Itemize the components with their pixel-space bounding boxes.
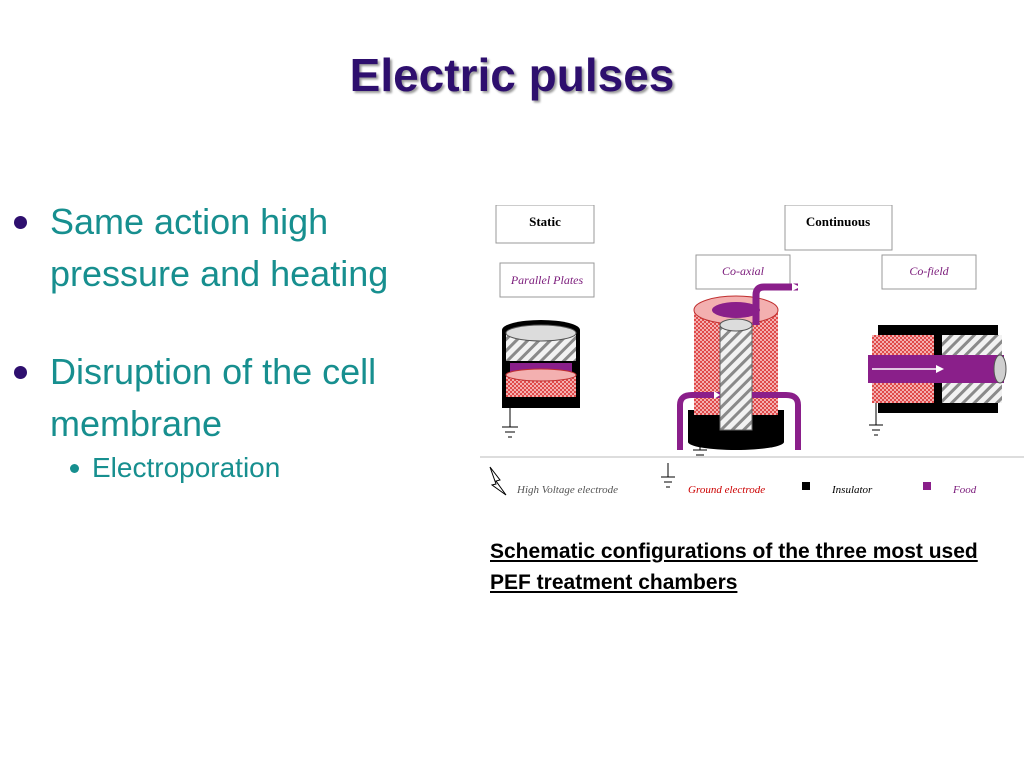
svg-text:High Voltage electrode: High Voltage electrode	[516, 484, 618, 496]
svg-text:Food: Food	[952, 484, 977, 496]
sub-bullet-text: Electroporation	[92, 452, 281, 483]
label-parallel-plates: Parallel Plates	[499, 262, 595, 298]
bullet-text: Same action high pressure and heating	[50, 201, 389, 294]
slide-title: Electric pulses	[349, 49, 675, 101]
label-co-axial: Co-axial	[695, 254, 791, 290]
svg-text:Parallel Plates: Parallel Plates	[510, 273, 584, 287]
label-continuous: Continuous	[784, 205, 893, 251]
legend-ground: Ground electrode	[661, 463, 765, 496]
bullet-list: Same action high pressure and heating Di…	[14, 196, 454, 486]
svg-text:Ground electrode: Ground electrode	[688, 484, 765, 496]
svg-text:Co-axial: Co-axial	[722, 264, 765, 278]
pef-chambers-diagram: Static Continuous Parallel Plates Co-axi…	[480, 205, 1024, 505]
bullet-item: Disruption of the cell membrane Electrop…	[14, 346, 454, 486]
label-static: Static	[495, 205, 595, 244]
svg-text:Continuous: Continuous	[806, 214, 870, 229]
bullet-dot-icon	[14, 216, 27, 229]
co-field-chamber	[868, 325, 1007, 436]
legend-food: Food	[923, 482, 977, 496]
legend-insulator: Insulator	[802, 482, 873, 496]
svg-text:Insulator: Insulator	[831, 484, 873, 496]
legend-high-voltage: High Voltage electrode	[489, 466, 618, 496]
svg-text:Static: Static	[529, 214, 561, 229]
bullet-dot-icon	[14, 366, 27, 379]
static-chamber	[502, 320, 580, 438]
sub-bullet-dot-icon	[70, 464, 79, 473]
svg-text:Co-field: Co-field	[909, 264, 949, 278]
sub-bullet-item: Electroporation	[50, 450, 454, 486]
bullet-text: Disruption of the cell membrane	[50, 351, 377, 444]
diagram-caption: Schematic configurations of the three mo…	[490, 540, 978, 594]
co-axial-chamber	[677, 283, 801, 456]
bullet-item: Same action high pressure and heating	[14, 196, 454, 300]
label-co-field: Co-field	[881, 254, 977, 290]
